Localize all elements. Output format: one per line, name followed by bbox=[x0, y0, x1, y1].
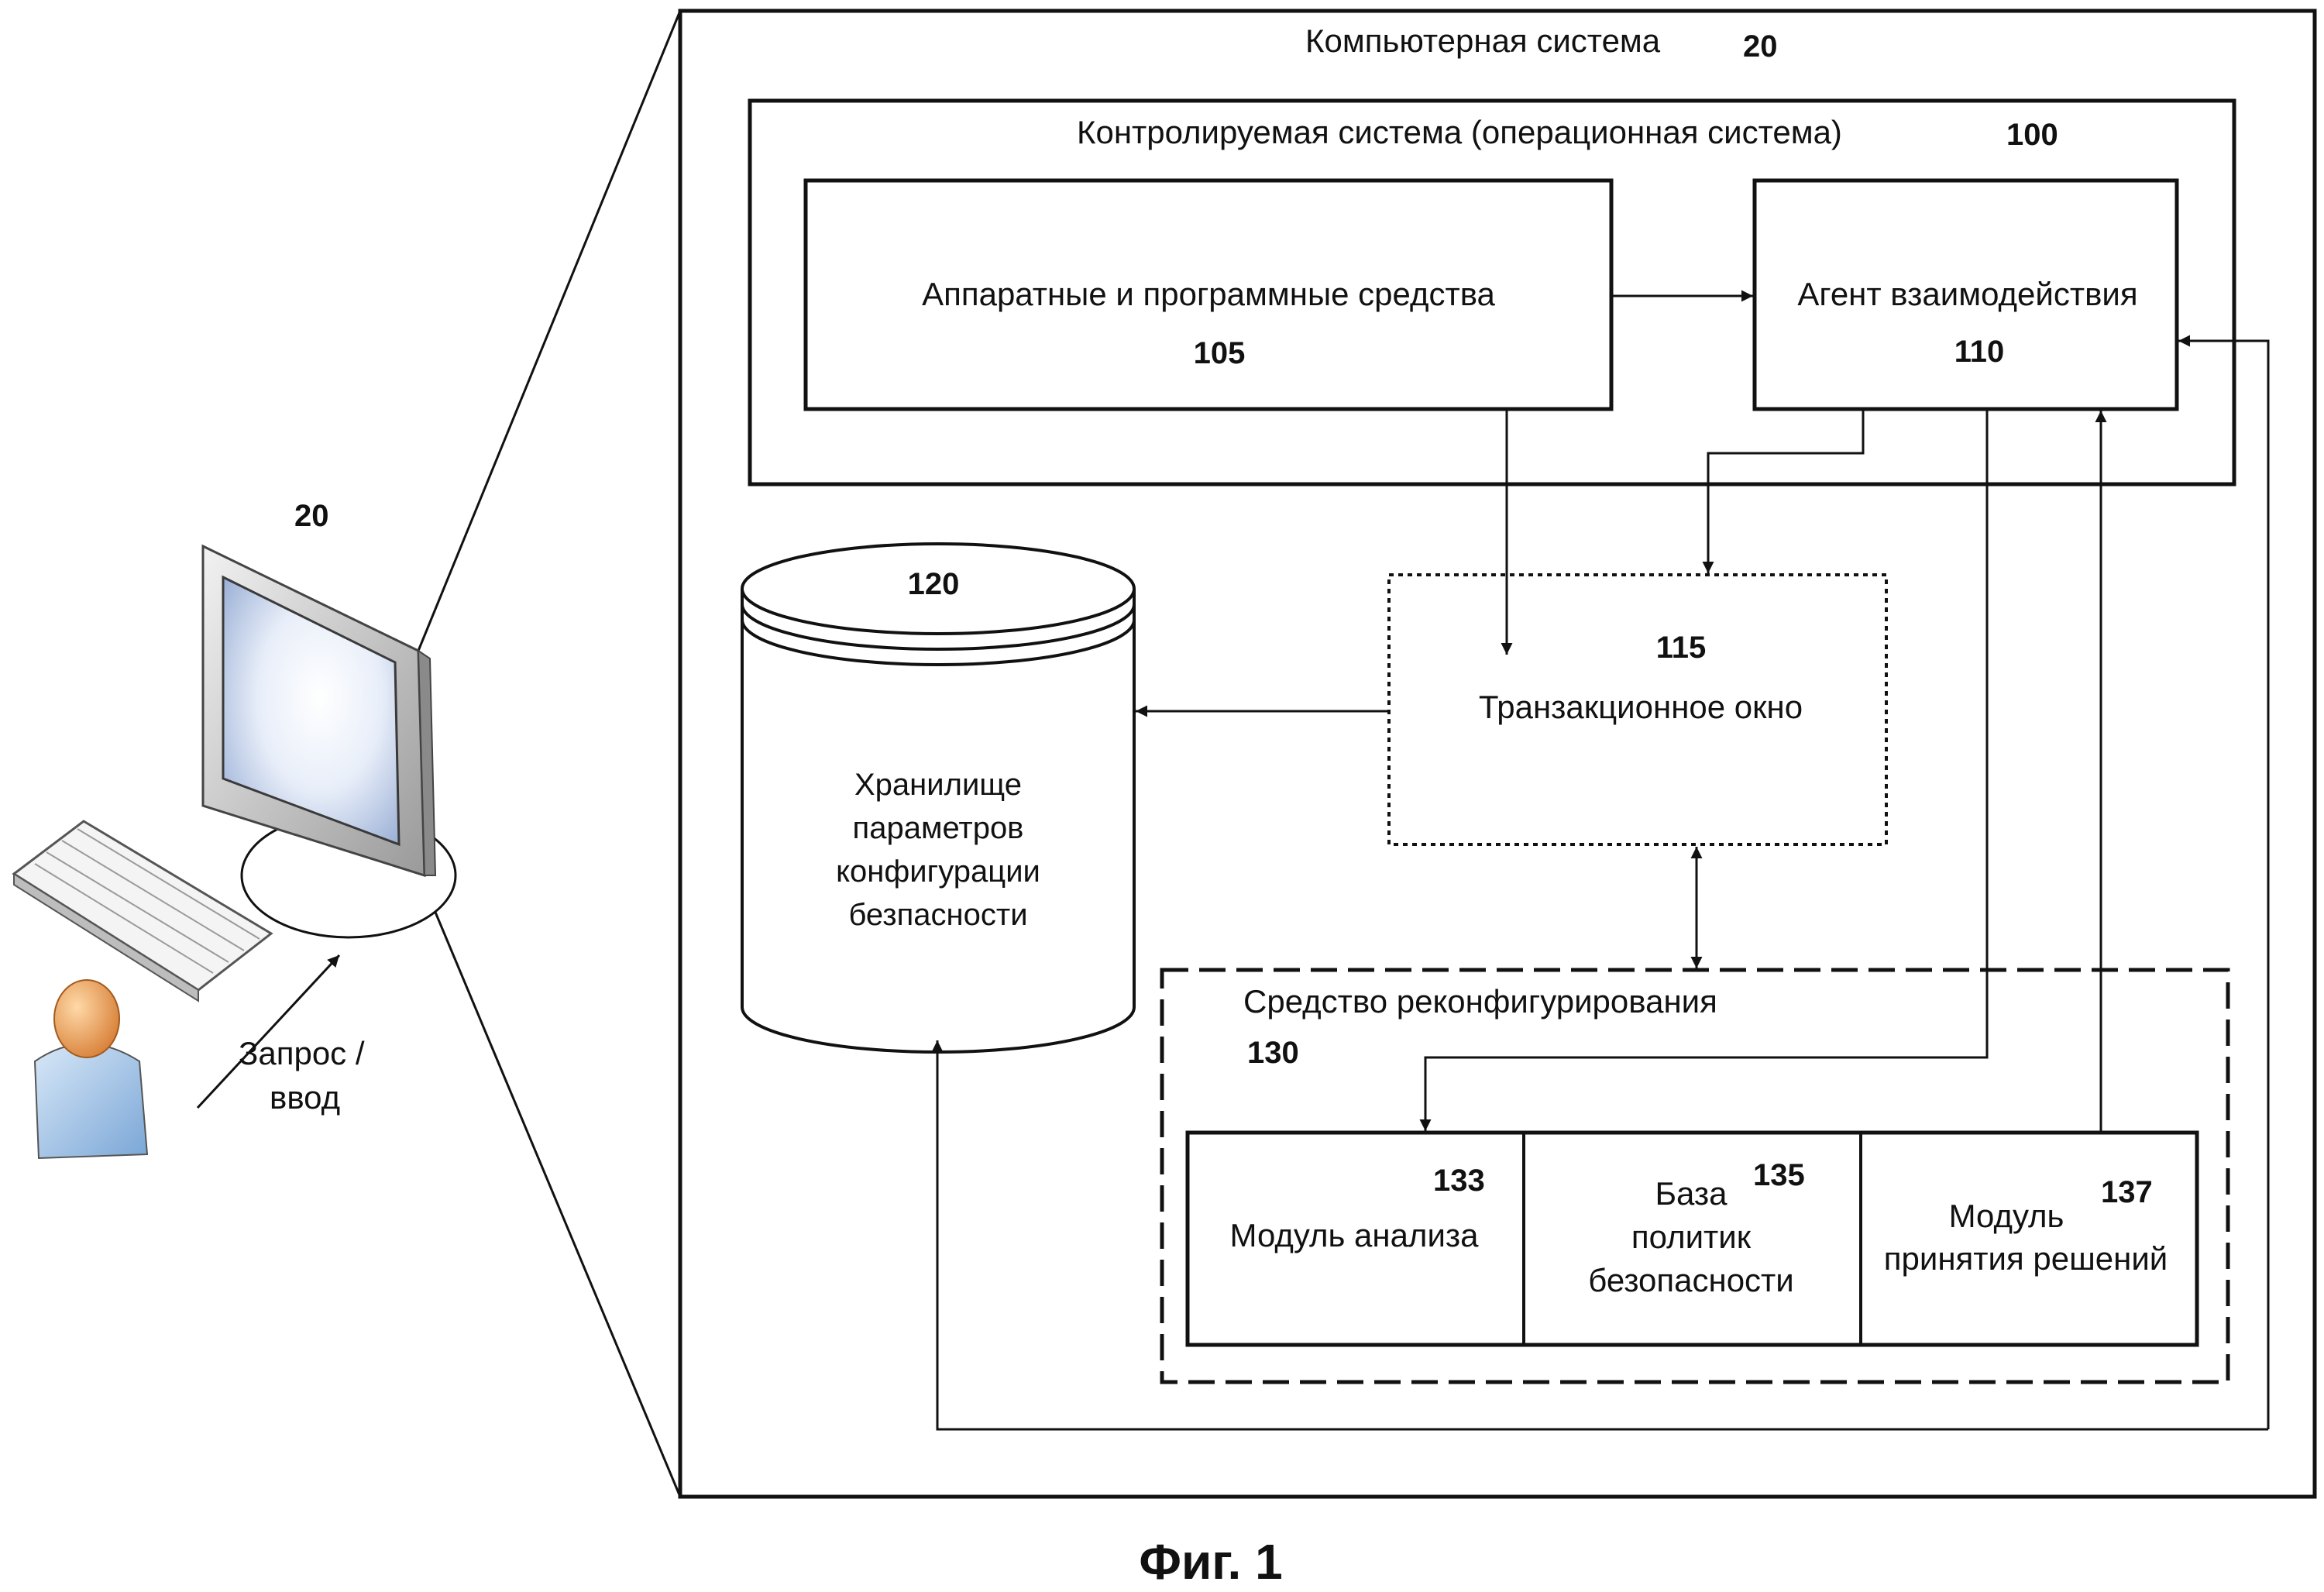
storage-number: 120 bbox=[907, 567, 960, 601]
computer-system-box bbox=[678, 9, 2317, 1499]
keyboard-keys bbox=[34, 828, 260, 974]
agent-label: Агент взаимодействия bbox=[1797, 276, 2138, 312]
zoom-line-bottom bbox=[417, 871, 682, 1497]
hw-sw-number: 105 bbox=[1193, 336, 1246, 370]
user-request-line-2: ввод bbox=[270, 1079, 341, 1116]
arrow-loop-to-storage bbox=[931, 1040, 2268, 1431]
computer-number: 20 bbox=[294, 499, 329, 533]
figure-caption: Фиг. 1 bbox=[1139, 1534, 1283, 1590]
keyboard-edge bbox=[13, 872, 199, 1002]
transaction-window-box bbox=[1387, 573, 1888, 846]
analysis-label: Модуль анализа bbox=[1229, 1217, 1479, 1253]
storage-line-3: конфигурации bbox=[836, 854, 1040, 889]
user-request-line-1: Запрос / bbox=[239, 1035, 365, 1071]
arrow-agent-to-analysis bbox=[1419, 409, 1989, 1131]
computer-system-number: 20 bbox=[1743, 29, 1778, 64]
zoom-line-top bbox=[417, 10, 682, 652]
hw-sw-label: Аппаратные и программные средства bbox=[922, 276, 1495, 312]
monitored-system-number: 100 bbox=[2006, 118, 2058, 152]
storage-line-2: параметров bbox=[852, 811, 1024, 845]
modules-row bbox=[1185, 1130, 2199, 1347]
policy-db-number: 135 bbox=[1753, 1158, 1805, 1192]
agent-box bbox=[1752, 178, 2179, 411]
policy-db-line-3: безопасности bbox=[1588, 1262, 1794, 1298]
reconfig-box bbox=[1160, 968, 2230, 1384]
decision-line-2: принятия решений bbox=[1883, 1240, 2168, 1277]
arrow-loop-to-agent bbox=[2178, 335, 2270, 1429]
policy-db-line-2: политик bbox=[1631, 1219, 1752, 1255]
reconfig-number: 130 bbox=[1247, 1036, 1299, 1070]
user-body bbox=[33, 1043, 149, 1160]
computer-illustration bbox=[12, 544, 457, 1160]
computer-system-title: Компьютерная система bbox=[1305, 22, 1661, 59]
storage-line-1: Хранилище bbox=[854, 768, 1022, 802]
user-head bbox=[53, 979, 120, 1058]
monitored-system-title: Контролируемая система (операционная сис… bbox=[1077, 114, 1842, 150]
decision-line-1: Модуль bbox=[1948, 1198, 2064, 1234]
monitor-side bbox=[417, 649, 437, 876]
monitor-screen bbox=[222, 575, 401, 847]
transaction-window-number: 115 bbox=[1655, 631, 1707, 665]
reconfig-label: Средство реконфигурирования bbox=[1243, 983, 1717, 1019]
storage-line-4: безпасности bbox=[848, 898, 1028, 932]
arrow-agent-to-transaction bbox=[1702, 409, 1865, 573]
monitored-system-box bbox=[748, 98, 2236, 487]
analysis-number: 133 bbox=[1433, 1164, 1485, 1198]
agent-number: 110 bbox=[1954, 335, 2005, 369]
transaction-window-label: Транзакционное окно bbox=[1478, 689, 1803, 725]
policy-db-line-1: База bbox=[1655, 1175, 1728, 1212]
decision-number: 137 bbox=[2101, 1175, 2153, 1209]
arrow-user-request bbox=[196, 954, 341, 1109]
